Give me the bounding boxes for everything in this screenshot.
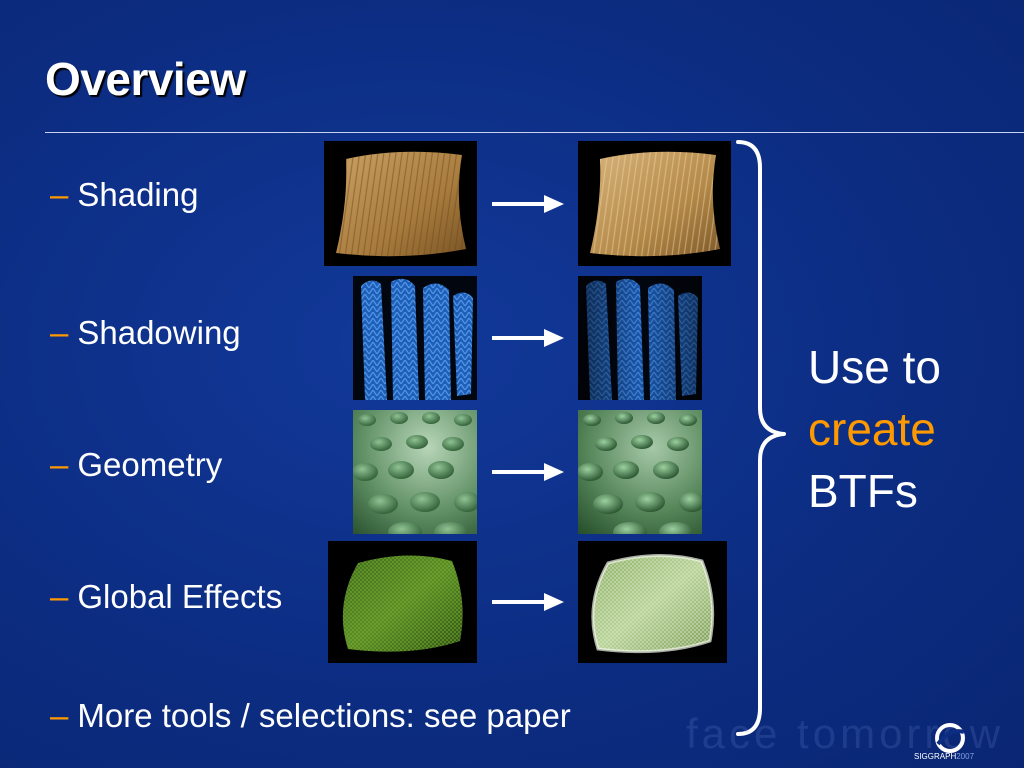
- bullet-shading: –Shading: [50, 176, 198, 214]
- bullet-global-effects: –Global Effects: [50, 578, 282, 616]
- knit-before-image: [353, 276, 477, 400]
- bullet-dash: –: [50, 314, 69, 351]
- pillow-before-image: [324, 141, 477, 266]
- arrow-right-icon: [492, 593, 564, 611]
- arrow-right-icon: [492, 329, 564, 347]
- cloth-after-image: [578, 541, 727, 663]
- arrow-right-icon: [492, 463, 564, 481]
- arrow-right-icon: [492, 195, 564, 213]
- branding-text: SIGGRAPH2007: [914, 752, 974, 761]
- cloth-before-image: [328, 541, 477, 663]
- callout-text: Use to create BTFs: [808, 336, 941, 522]
- bullet-more-tools: –More tools / selections: see paper: [50, 697, 571, 735]
- bullet-dash: –: [50, 176, 69, 213]
- siggraph-logo-icon: [935, 723, 965, 753]
- knit-after-image: [578, 276, 702, 400]
- slide-title: Overview: [45, 53, 246, 105]
- bullet-text: Geometry: [77, 446, 223, 483]
- title-divider: [45, 132, 1024, 133]
- callout-line-3: BTFs: [808, 465, 918, 517]
- bullet-text: Global Effects: [77, 578, 283, 615]
- studs-before-image: [353, 410, 477, 534]
- pillow-after-image: [578, 141, 731, 266]
- bullet-dash: –: [50, 697, 69, 734]
- bullet-dash: –: [50, 578, 69, 615]
- bullet-text: More tools / selections: see paper: [77, 697, 571, 734]
- bullet-dash: –: [50, 446, 69, 483]
- studs-after-image: [578, 410, 702, 534]
- bullet-text: Shading: [77, 176, 199, 213]
- bullet-text: Shadowing: [77, 314, 241, 351]
- callout-line-1: Use to: [808, 341, 941, 393]
- curly-brace-icon: [736, 140, 786, 736]
- bullet-shadowing: –Shadowing: [50, 314, 241, 352]
- callout-line-2: create: [808, 403, 936, 455]
- bullet-geometry: –Geometry: [50, 446, 222, 484]
- branding-name: SIGGRAPH: [914, 752, 957, 761]
- branding-year: 2007: [956, 752, 975, 761]
